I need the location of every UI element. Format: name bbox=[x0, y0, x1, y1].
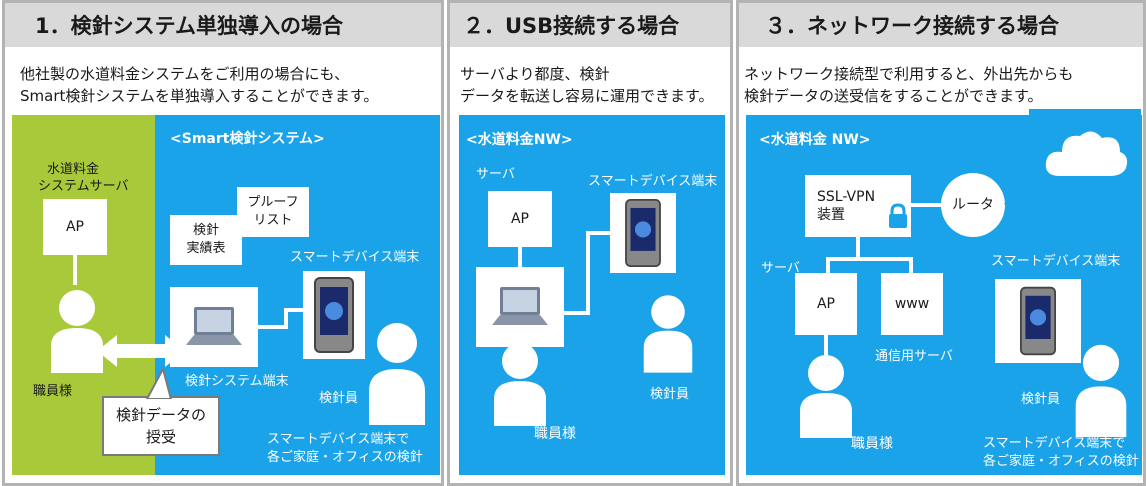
callout-pointer bbox=[145, 367, 173, 399]
footer-line1: スマートデバイス端末で bbox=[983, 436, 1126, 451]
vpn-router-connector bbox=[911, 203, 943, 207]
laptop-box bbox=[476, 267, 564, 347]
meter-reader-person-icon bbox=[643, 295, 693, 373]
meter-reader-label: 検針員 bbox=[650, 387, 690, 402]
panel-1-title: 1．検針システム単独導入の場合 bbox=[5, 3, 441, 47]
vpn-line2: 装置 bbox=[817, 207, 845, 223]
ap-box: AP bbox=[43, 199, 107, 255]
smart-device-icon bbox=[625, 199, 661, 267]
panel-3-title: ３．ネットワーク接続する場合 bbox=[739, 3, 1143, 47]
meter-reader-person-icon bbox=[369, 323, 425, 425]
transfer-line1: 検針データの bbox=[115, 406, 206, 424]
server-label: サーバ bbox=[761, 261, 800, 276]
footer-line2: 各ご家庭・オフィスの検針 bbox=[983, 454, 1139, 469]
panel-usb: ２．USB接続する場合 サーバより都度、検針 データを転送し容易に運用できます。… bbox=[447, 0, 733, 486]
laptop-box bbox=[170, 287, 258, 367]
meter-reader-person-icon bbox=[1075, 344, 1127, 437]
device-label: スマートデバイス端末 bbox=[588, 174, 718, 189]
www-branch bbox=[909, 257, 913, 273]
doc2-line1: プルーフ bbox=[247, 195, 299, 210]
nw-title: <水道料金 NW> bbox=[759, 132, 871, 148]
www-box: www bbox=[881, 273, 943, 335]
server-label-line2: システムサーバ bbox=[38, 179, 129, 194]
smart-device-box bbox=[995, 279, 1081, 363]
ap-box: AP bbox=[488, 191, 552, 247]
ap-connector bbox=[73, 255, 77, 285]
ap-box: AP bbox=[795, 273, 857, 335]
ap-staff-connector bbox=[824, 335, 828, 355]
proof-list-doc: プルーフ リスト bbox=[237, 187, 309, 237]
smart-device-box bbox=[610, 193, 676, 273]
data-transfer-callout: 検針データの 授受 bbox=[102, 396, 220, 456]
laptop-device-connector-up bbox=[284, 308, 288, 329]
laptop-label: 検針システム端末 bbox=[185, 374, 289, 389]
panel-2-title: ２．USB接続する場合 bbox=[450, 3, 730, 47]
meter-reader-label: 検針員 bbox=[1021, 392, 1061, 407]
dotted-link-router-cloud bbox=[1004, 181, 1050, 207]
device-label: スマートデバイス端末 bbox=[290, 250, 420, 265]
cloud-icon bbox=[1045, 131, 1128, 176]
meter-reader-label: 検針員 bbox=[319, 391, 359, 406]
vpn-server-connector bbox=[856, 237, 860, 259]
cloud-box bbox=[1029, 109, 1141, 195]
doc1-line1: 検針 bbox=[192, 223, 219, 238]
ap-laptop-connector bbox=[518, 247, 522, 267]
ap-branch bbox=[826, 257, 830, 273]
server-branch-line bbox=[826, 257, 913, 261]
doc1-line2: 実績表 bbox=[186, 241, 226, 256]
smart-device-box bbox=[303, 271, 365, 359]
nw-title: <水道料金NW> bbox=[466, 132, 573, 148]
staff-person-icon bbox=[800, 355, 852, 438]
panel-1-desc-line1: 他社製の水道料金システムをご利用の場合にも、 bbox=[20, 65, 350, 83]
comm-server-label: 通信用サーバ bbox=[875, 349, 953, 364]
doc2-line2: リスト bbox=[253, 213, 293, 228]
performance-report-doc: 検針 実績表 bbox=[170, 215, 242, 265]
panel-2-desc-line2: データを転送し容易に運用できます。 bbox=[460, 87, 714, 105]
transfer-line2: 授受 bbox=[145, 428, 176, 446]
laptop-icon bbox=[186, 307, 242, 345]
vpn-line1: SSL-VPN bbox=[817, 189, 876, 205]
laptop-device-connector-top bbox=[284, 308, 306, 312]
dotted-link-cloud-device bbox=[1105, 196, 1111, 254]
smart-device-icon bbox=[314, 277, 354, 353]
smart-system-title: <Smart検針システム> bbox=[170, 131, 325, 147]
laptop-icon bbox=[492, 287, 548, 325]
laptop-device-connector bbox=[258, 325, 288, 329]
staff-label: 職員様 bbox=[851, 436, 893, 452]
device-label: スマートデバイス端末 bbox=[991, 254, 1121, 269]
panel-3-desc-line2: 検針データの送受信をすることができます。 bbox=[744, 87, 1043, 105]
footer-line1: スマートデバイス端末で bbox=[267, 432, 410, 447]
panel-2-desc-line1: サーバより都度、検針 bbox=[460, 65, 610, 83]
staff-person-icon bbox=[494, 343, 546, 426]
lock-icon bbox=[889, 203, 907, 228]
double-arrow-icon bbox=[97, 335, 185, 367]
smart-device-icon bbox=[1020, 286, 1056, 356]
server-label: サーバ bbox=[476, 167, 515, 182]
usb-connection-line bbox=[564, 231, 614, 315]
footer-line2: 各ご家庭・オフィスの検針 bbox=[267, 450, 423, 465]
panel-standalone: 1．検針システム単独導入の場合 他社製の水道料金システムをご利用の場合にも、 S… bbox=[2, 0, 444, 486]
panel-network: ３．ネットワーク接続する場合 ネットワーク接続型で利用すると、外出先からも 検針… bbox=[736, 0, 1146, 486]
router-circle: ルータ bbox=[941, 173, 1005, 237]
panel-1-desc-line2: Smart検針システムを単独導入することができます。 bbox=[20, 87, 379, 105]
staff-label: 職員様 bbox=[33, 384, 73, 399]
staff-label: 職員様 bbox=[534, 426, 576, 442]
staff-person-icon bbox=[51, 290, 103, 373]
panel-3-desc-line1: ネットワーク接続型で利用すると、外出先からも bbox=[744, 65, 1074, 83]
server-label-line1: 水道料金 bbox=[47, 162, 100, 177]
